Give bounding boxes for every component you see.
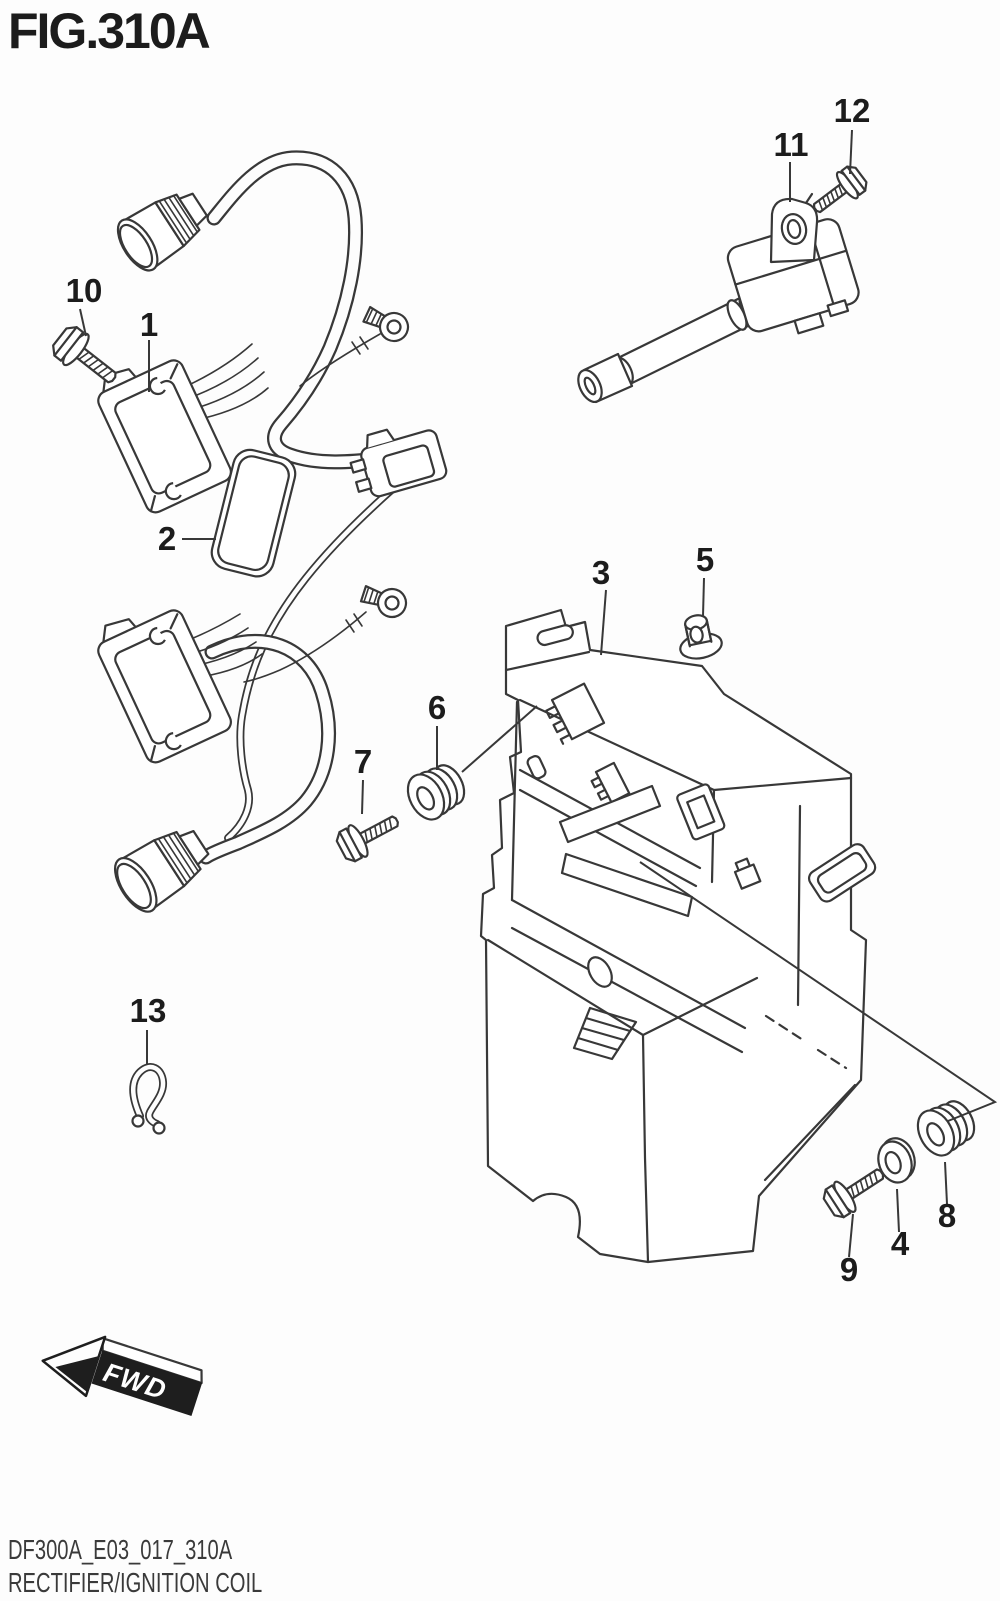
leader-3 [601,590,606,655]
rectifier-2-harness [87,579,411,920]
bus-bar-2 [562,854,692,916]
plug-connector-bottom [105,815,219,920]
callout-1: 1 [140,306,158,343]
callout-7: 7 [354,743,372,780]
callout-4: 4 [891,1225,910,1262]
ignition-coil [574,194,866,406]
callout-3: 3 [592,554,610,591]
leader-12 [850,130,852,174]
callout-2: 2 [158,520,176,557]
washer-4 [872,1134,921,1188]
bolt-7 [331,803,407,867]
leader-9 [849,1214,853,1257]
drawing-caption: RECTIFIER/IGNITION COIL [8,1567,263,1598]
leader-10 [80,309,86,336]
callout-12: 12 [834,92,871,129]
leader-8 [945,1162,947,1204]
callout-8: 8 [938,1197,956,1234]
latch-knob [732,857,760,889]
leader-lines [80,130,995,1257]
tab-slot [536,624,574,647]
grommet-5 [674,611,724,662]
figure-title: FIG.310A [8,3,211,59]
leader-8-pointer [640,862,995,1121]
fwd-arrow: FWD [37,1321,206,1429]
callout-10: 10 [66,272,103,309]
gasket [208,446,299,580]
leader-7 [362,780,363,814]
plug-connector-top [109,179,217,278]
harness-connector [345,417,449,501]
wire-clip-13 [133,1067,165,1133]
bus-bar-1 [560,786,660,842]
leader-5 [703,578,704,616]
callout-6: 6 [428,689,446,726]
callout-5: 5 [696,541,714,578]
grommet-8 [909,1092,983,1163]
leader-4 [897,1189,899,1232]
ring-terminal-2 [358,579,411,622]
rectifier-2 [87,593,236,767]
rectifier-1-harness [87,158,449,838]
relay-block [676,783,726,840]
ribbed-wedge [574,1008,636,1059]
callout-9: 9 [840,1251,858,1288]
callout-13: 13 [130,992,167,1029]
electrical-box [481,610,878,1262]
callout-11: 11 [774,126,809,163]
leader-6-pointer [462,706,537,772]
drawing-code: DF300A_E03_017_310A [8,1534,233,1565]
fuse-block-a [543,684,604,744]
ring-terminal-1 [359,300,414,347]
